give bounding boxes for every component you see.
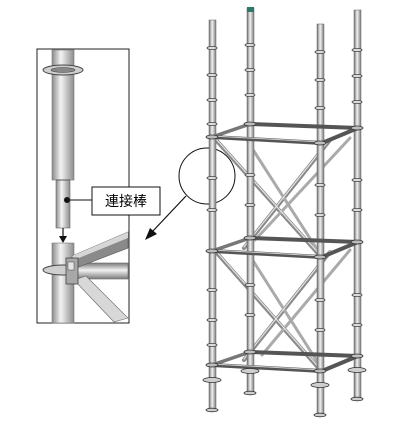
pointer-arrow [145, 195, 187, 240]
inset-lower-brace [73, 275, 129, 323]
standard-back-right [353, 9, 362, 401]
standard-front-right [316, 23, 325, 417]
scaffold-tower [202, 7, 367, 418]
magnifier-circle [178, 147, 236, 205]
callout-label: 連接棒 [70, 186, 161, 216]
cross-braces [214, 136, 352, 374]
ledger-level-top [211, 122, 359, 145]
standard-front-left [208, 19, 217, 411]
joint-clamps [205, 121, 364, 374]
callout-label-text: 連接棒 [105, 193, 147, 210]
clamp-rings [206, 43, 363, 347]
ledger-level-middle [211, 236, 359, 259]
base-plates [202, 367, 367, 418]
connecting-rod [55, 179, 71, 229]
top-cap [247, 7, 254, 12]
ledger-level-bottom [211, 350, 359, 373]
standard-back-left [246, 7, 255, 394]
down-arrow [59, 236, 67, 243]
inset-box [36, 48, 130, 324]
